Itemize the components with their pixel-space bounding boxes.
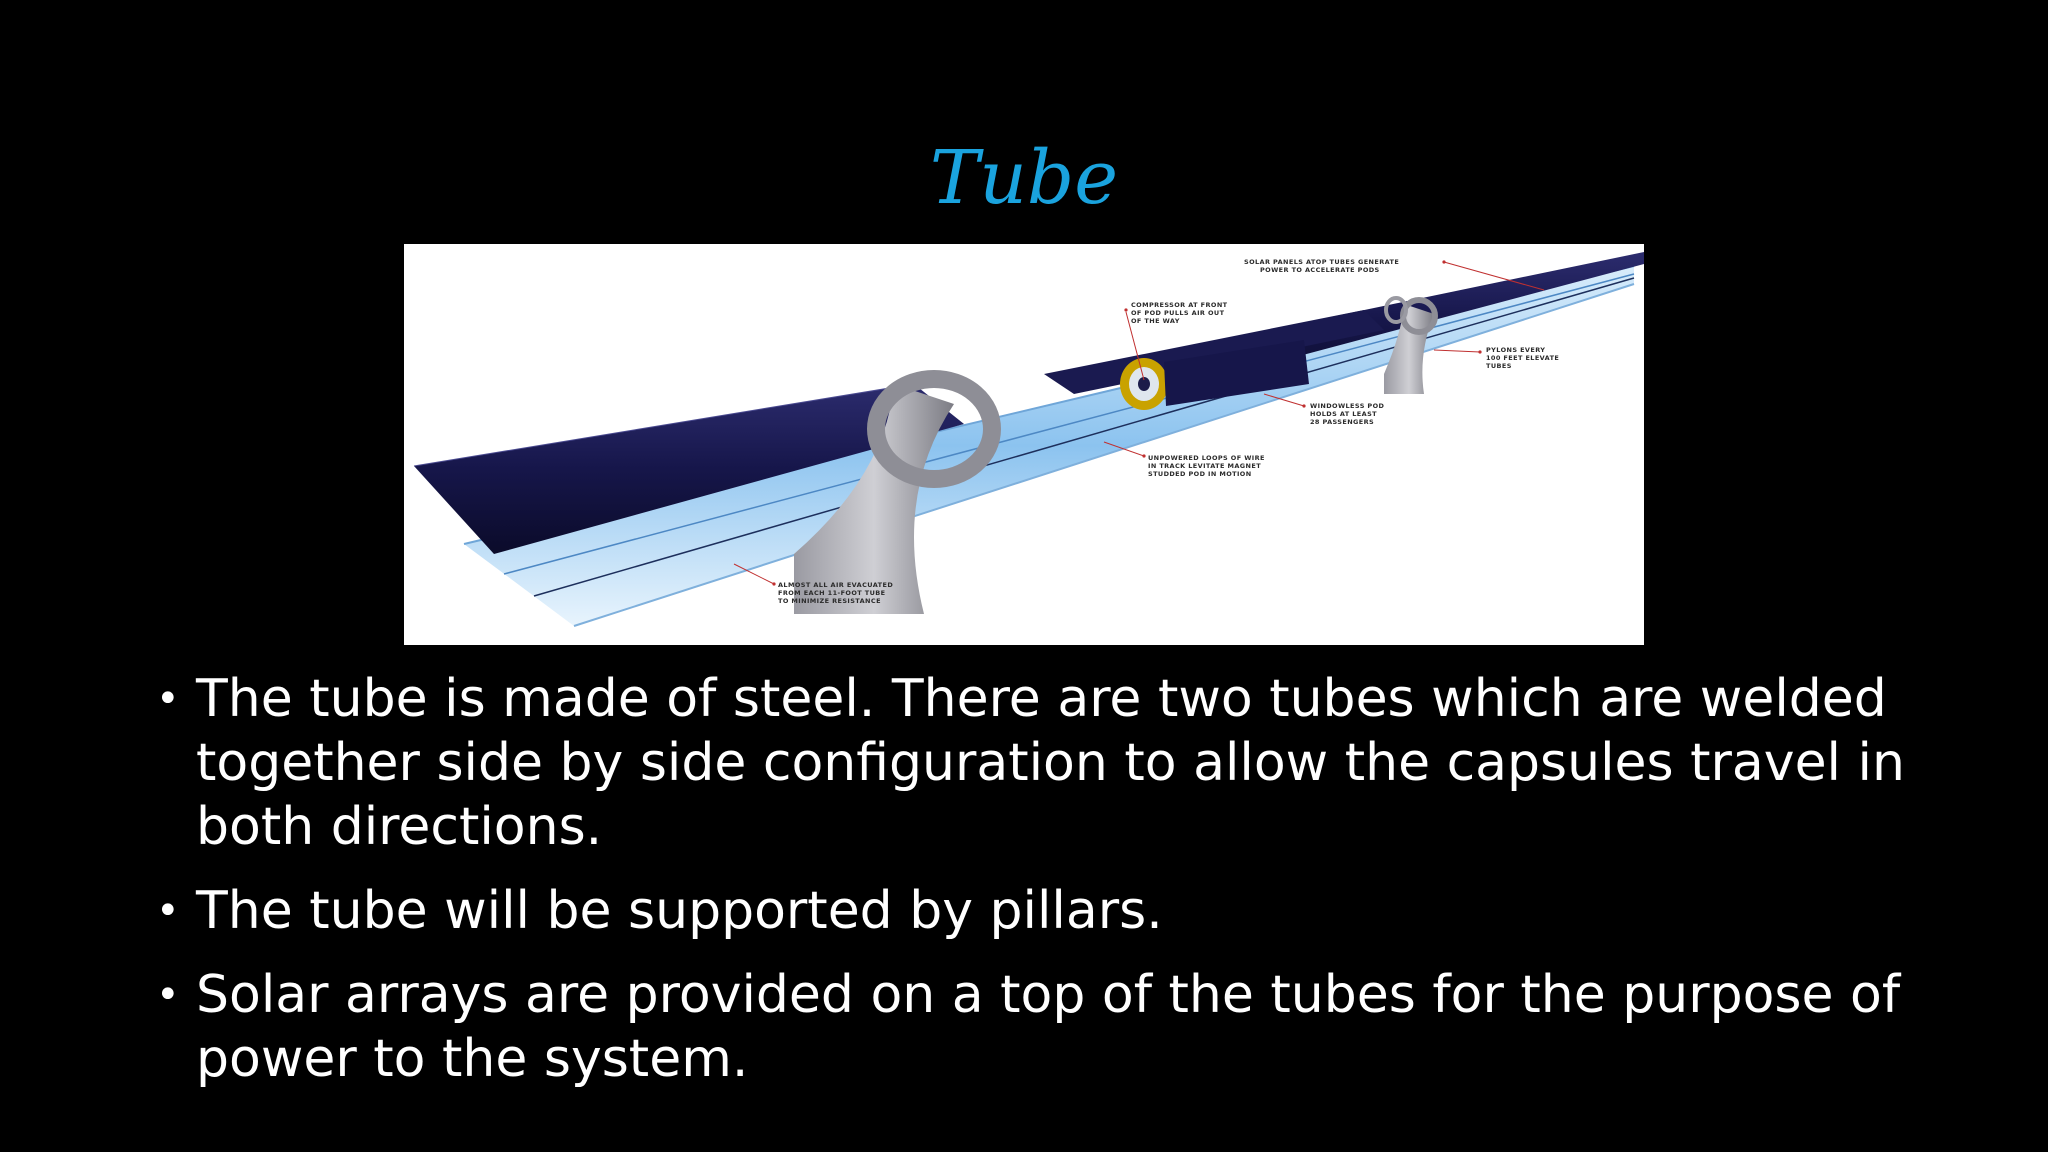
- svg-text:PYLONS EVERY: PYLONS EVERY: [1486, 346, 1545, 354]
- bullet-text: The tube is made of steel. There are two…: [196, 669, 1905, 857]
- svg-text:OF THE WAY: OF THE WAY: [1131, 317, 1180, 325]
- bullet-marker: •: [156, 676, 180, 722]
- bullet-marker: •: [156, 888, 180, 934]
- bullet-text: Solar arrays are provided on a top of th…: [196, 965, 1901, 1089]
- bullet-item: • The tube will be supported by pillars.: [156, 879, 1946, 943]
- annotation-compressor: COMPRESSOR AT FRONT OF POD PULLS AIR OUT…: [1124, 301, 1228, 381]
- bullet-item: • The tube is made of steel. There are t…: [156, 667, 1946, 859]
- svg-text:SOLAR PANELS ATOP TUBES GENERA: SOLAR PANELS ATOP TUBES GENERATE: [1244, 258, 1399, 266]
- annotation-pylons: PYLONS EVERY 100 FEET ELEVATE TUBES: [1433, 346, 1559, 370]
- annotation-loops: UNPOWERED LOOPS OF WIRE IN TRACK LEVITAT…: [1103, 441, 1265, 478]
- svg-text:UNPOWERED LOOPS OF WIRE: UNPOWERED LOOPS OF WIRE: [1148, 454, 1265, 462]
- svg-text:OF POD PULLS AIR OUT: OF POD PULLS AIR OUT: [1131, 309, 1225, 317]
- upper-tube: [413, 252, 1644, 554]
- bullet-item: • Solar arrays are provided on a top of …: [156, 963, 1946, 1091]
- pod: [1120, 340, 1309, 410]
- slide-title: Tube: [929, 135, 1119, 221]
- svg-text:IN TRACK LEVITATE MAGNET: IN TRACK LEVITATE MAGNET: [1148, 462, 1261, 470]
- svg-text:TO MINIMIZE RESISTANCE: TO MINIMIZE RESISTANCE: [778, 597, 881, 605]
- svg-text:COMPRESSOR AT FRONT: COMPRESSOR AT FRONT: [1131, 301, 1228, 309]
- bullet-text: The tube will be supported by pillars.: [196, 881, 1163, 941]
- bullet-marker: •: [156, 972, 180, 1018]
- svg-text:28 PASSENGERS: 28 PASSENGERS: [1310, 418, 1374, 426]
- svg-text:ALMOST ALL AIR EVACUATED: ALMOST ALL AIR EVACUATED: [778, 581, 893, 589]
- svg-text:TUBES: TUBES: [1486, 362, 1512, 370]
- tube-diagram-svg: SOLAR PANELS ATOP TUBES GENERATE POWER T…: [413, 252, 1644, 627]
- svg-text:POWER TO ACCELERATE PODS: POWER TO ACCELERATE PODS: [1260, 266, 1380, 274]
- annotation-air: ALMOST ALL AIR EVACUATED FROM EACH 11-FO…: [733, 563, 893, 605]
- svg-text:WINDOWLESS POD: WINDOWLESS POD: [1310, 402, 1385, 410]
- svg-text:HOLDS AT LEAST: HOLDS AT LEAST: [1310, 410, 1377, 418]
- hyperloop-tube-illustration: SOLAR PANELS ATOP TUBES GENERATE POWER T…: [404, 244, 1644, 645]
- svg-text:FROM EACH 11-FOOT TUBE: FROM EACH 11-FOOT TUBE: [778, 589, 885, 597]
- svg-text:100 FEET ELEVATE: 100 FEET ELEVATE: [1486, 354, 1559, 362]
- bullet-list: • The tube is made of steel. There are t…: [156, 667, 1946, 1111]
- svg-text:STUDDED POD IN MOTION: STUDDED POD IN MOTION: [1148, 470, 1252, 478]
- rear-pylon: [1384, 296, 1438, 394]
- front-pylon: [794, 370, 1001, 614]
- annotation-solar: SOLAR PANELS ATOP TUBES GENERATE POWER T…: [1244, 258, 1545, 291]
- annotation-pod: WINDOWLESS POD HOLDS AT LEAST 28 PASSENG…: [1263, 393, 1385, 426]
